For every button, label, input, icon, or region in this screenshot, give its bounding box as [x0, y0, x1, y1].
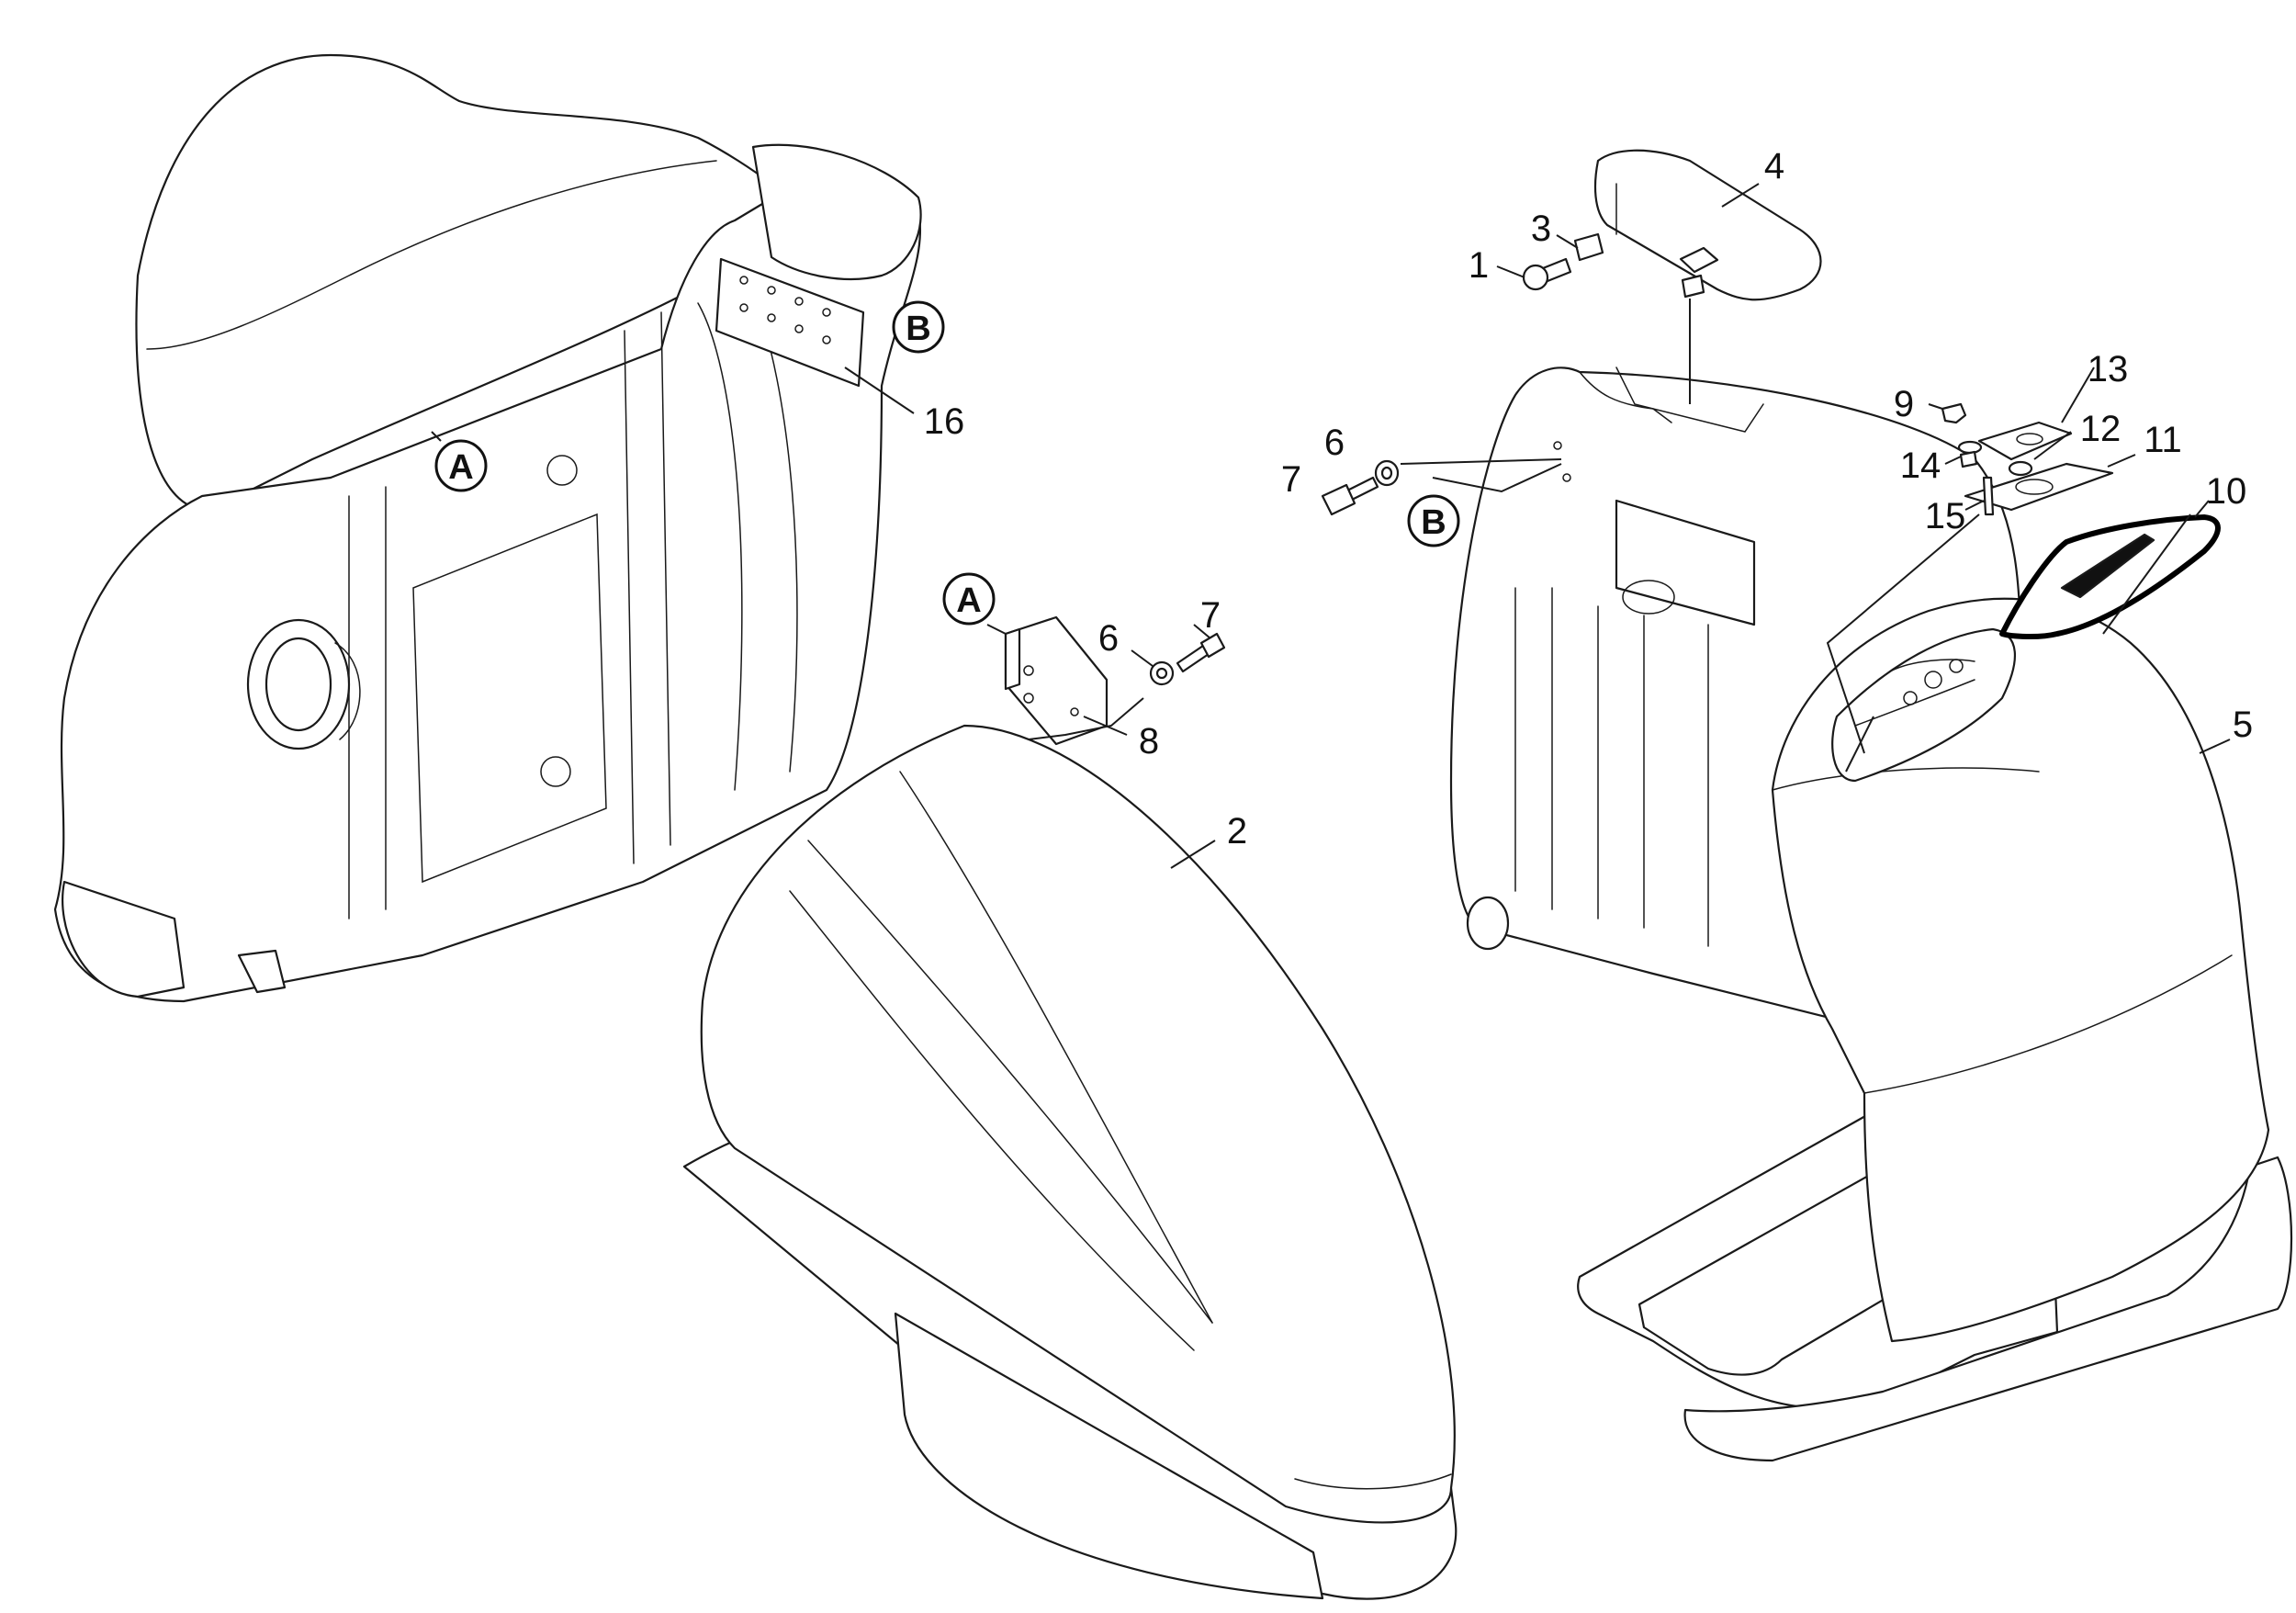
plate-13	[1977, 421, 2073, 461]
front-body-assembly	[1449, 367, 2293, 1462]
callout-5: 5	[2233, 705, 2253, 745]
callout-1: 1	[1469, 245, 1489, 286]
callout-14: 14	[1900, 446, 1941, 486]
ref-marker-b-left: B	[892, 300, 945, 354]
screw-1	[1522, 257, 1572, 291]
callout-3: 3	[1531, 209, 1551, 249]
top-cover-4	[1593, 149, 1822, 301]
bolt-7-center	[1176, 632, 1226, 673]
callout-16: 16	[924, 401, 965, 442]
callout-9: 9	[1894, 384, 1914, 424]
svg-text:A: A	[448, 448, 473, 487]
gasket-11	[1964, 462, 2114, 512]
callout-7-right: 7	[1281, 459, 1301, 500]
pin-15	[1982, 476, 1995, 516]
leader-lines	[431, 183, 2231, 869]
svg-text:B: B	[906, 310, 930, 348]
callout-8: 8	[1139, 721, 1159, 761]
washer-6-right	[1374, 459, 1400, 487]
mounting-bracket-8	[1004, 615, 1109, 746]
callout-4: 4	[1764, 146, 1784, 186]
callout-11: 11	[2144, 420, 2182, 460]
svg-text:A: A	[956, 581, 981, 620]
callout-6-right: 6	[1324, 423, 1345, 463]
handle-loop-10	[1999, 514, 2221, 639]
clip-3	[1573, 232, 1705, 299]
svg-text:B: B	[1421, 503, 1446, 542]
callout-6-center: 6	[1098, 618, 1119, 659]
callout-12: 12	[2080, 409, 2122, 449]
callout-15: 15	[1925, 496, 1966, 536]
callout-13: 13	[2088, 349, 2129, 389]
rear-body-assembly	[53, 53, 922, 1003]
callout-labels: 1 2 3 4 5 6 6 7 7 8 9 10 11 12 13 14 15 …	[924, 146, 2253, 852]
bolt-7-right	[1321, 476, 1379, 516]
front-cover-2	[682, 724, 1458, 1600]
ref-marker-b-right: B	[1407, 494, 1460, 547]
callout-7-center: 7	[1200, 595, 1221, 636]
callout-2: 2	[1227, 811, 1247, 852]
washer-14	[1957, 440, 1983, 468]
ref-marker-a-left: A	[434, 439, 488, 492]
lever-9	[1941, 402, 1967, 424]
bracket-holes	[739, 276, 831, 344]
ref-marker-a-center: A	[942, 572, 996, 626]
nut-12	[2008, 460, 2033, 477]
callout-10: 10	[2206, 471, 2247, 512]
